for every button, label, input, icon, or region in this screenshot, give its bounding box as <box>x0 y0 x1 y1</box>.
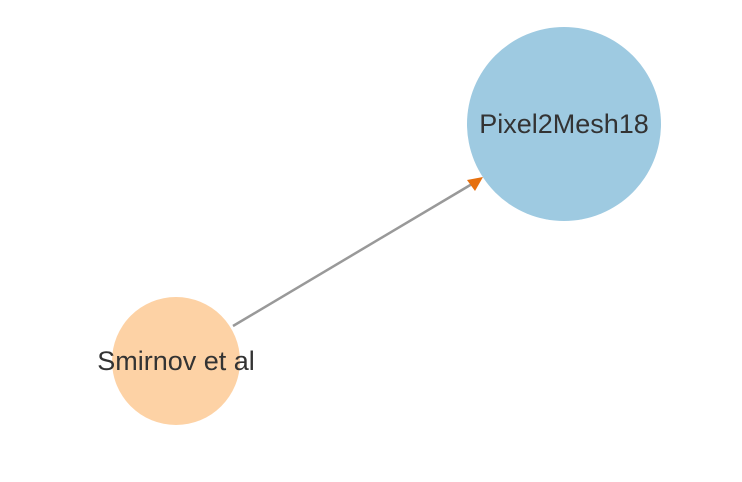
node-pixel2mesh[interactable]: Pixel2Mesh18 <box>467 27 661 221</box>
node-circle[interactable] <box>467 27 661 221</box>
arrowhead-icon <box>467 177 483 191</box>
edge-line <box>232 182 473 328</box>
node-label: Pixel2Mesh18 <box>479 109 649 139</box>
node-smirnov[interactable]: Smirnov et al <box>97 297 255 425</box>
node-circle[interactable] <box>112 297 240 425</box>
node-label: Smirnov et al <box>97 346 255 376</box>
edge-smirnov-to-pixel2mesh <box>232 177 483 328</box>
